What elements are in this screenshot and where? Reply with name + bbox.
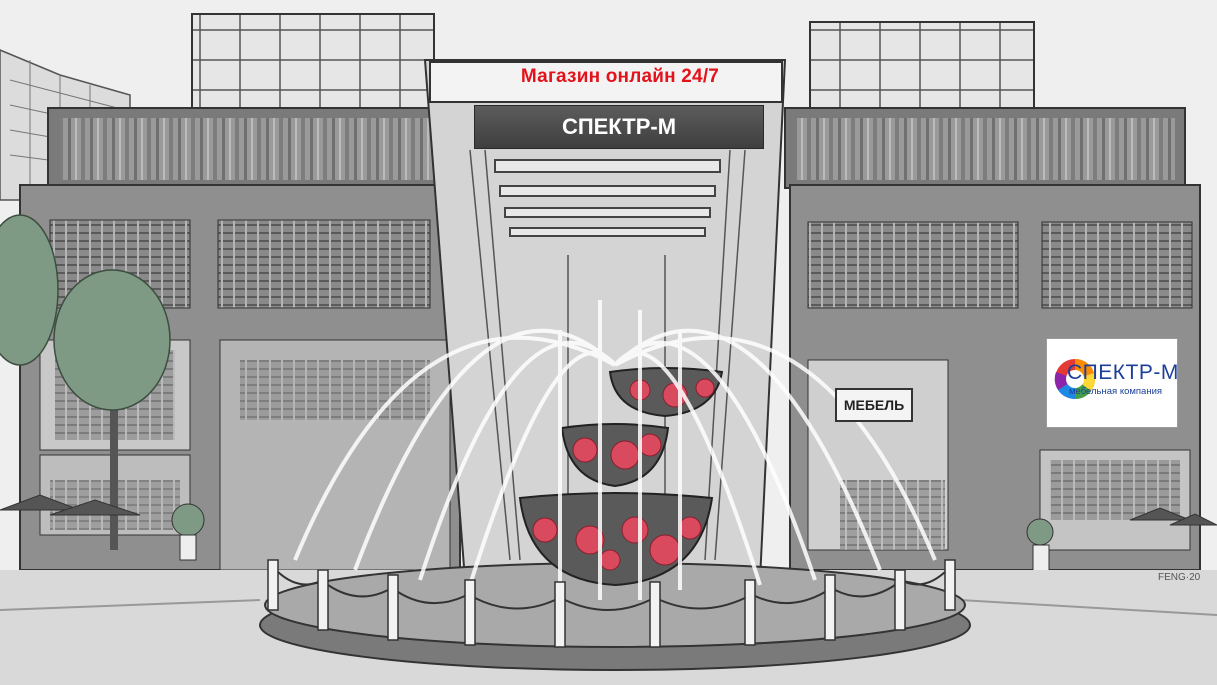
main-store-sign: СПЕКТР-М	[474, 105, 764, 149]
brand-subtitle: мебельная компания	[1069, 386, 1163, 397]
brand-billboard: СПЕКТР-М мебельная компания	[1046, 338, 1178, 428]
online-store-tagline: Магазин онлайн 24/7	[520, 66, 720, 87]
rainbow-logo-icon	[1054, 359, 1095, 400]
artist-signature: FENG·20	[1158, 572, 1201, 583]
furniture-store-sign: МЕБЕЛЬ	[835, 388, 913, 422]
brand-name: СПЕКТР-М	[1067, 361, 1179, 384]
